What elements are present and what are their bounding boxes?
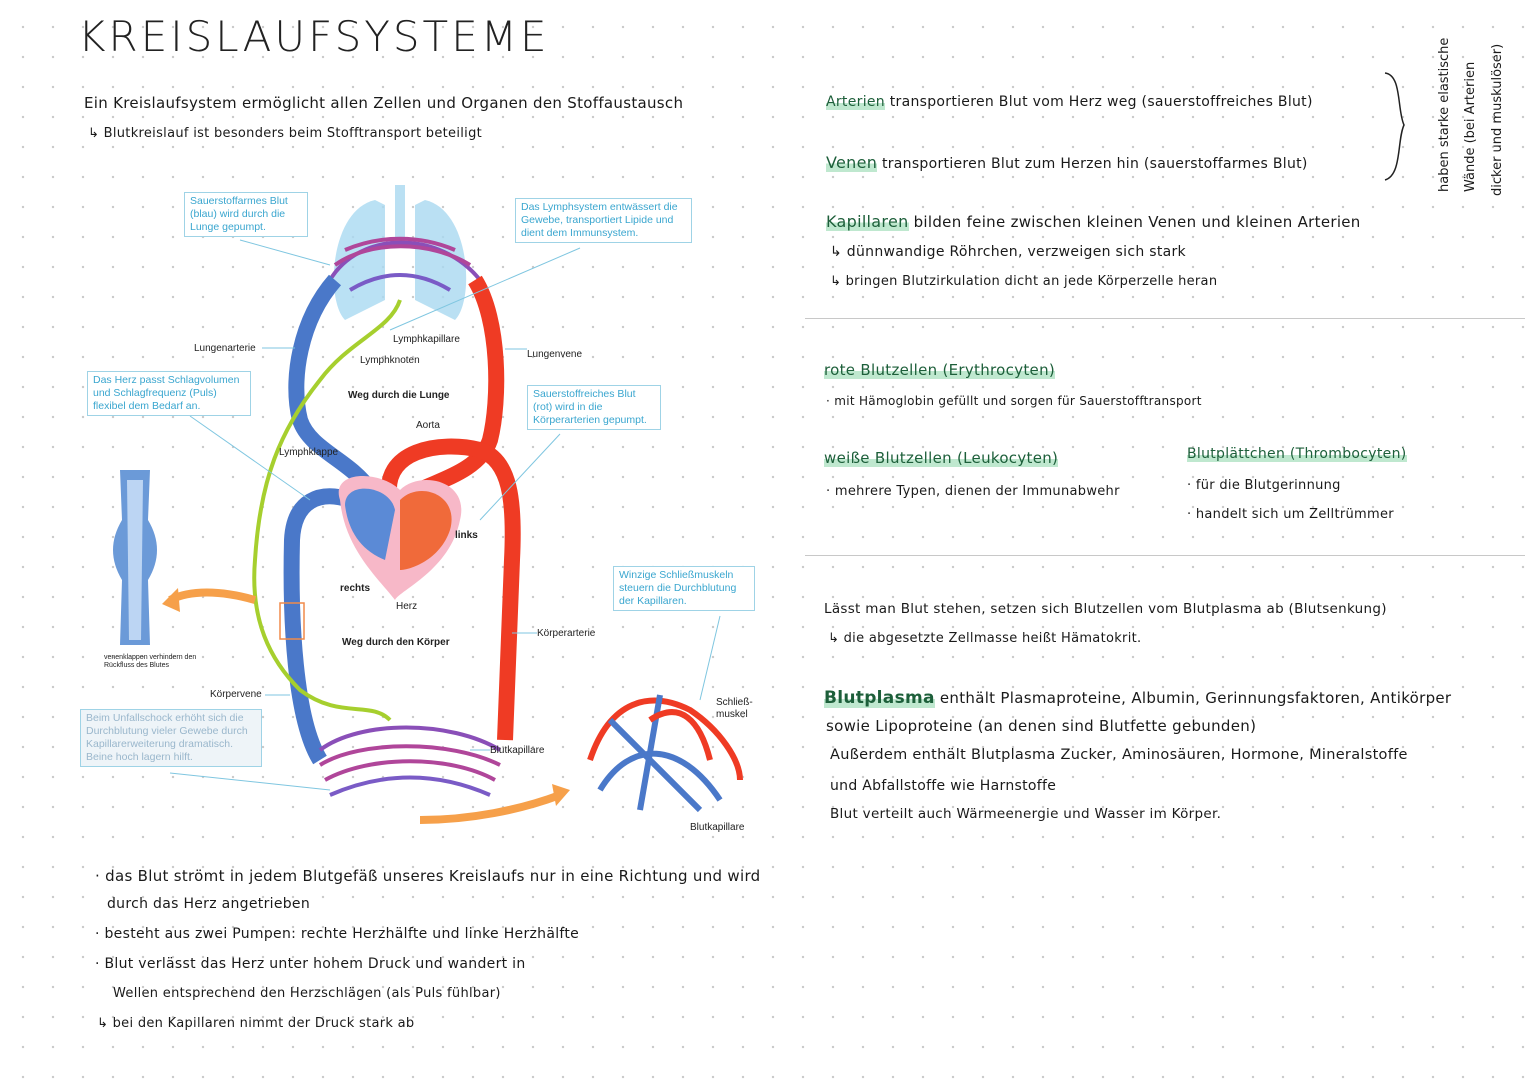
note-text: ↳ bringen Blutzirkulation dicht an jede … bbox=[830, 274, 1218, 289]
note-text: enthält Plasmaproteine, Albumin, Gerinnu… bbox=[939, 689, 1452, 707]
note-text: · mehrere Typen, dienen der Immunabwehr bbox=[826, 484, 1120, 499]
diagram-label: Lymphklappe bbox=[279, 447, 339, 458]
diagram-label: Schließ- bbox=[716, 697, 753, 708]
info-box: Beim Unfallschock erhöht sich die Durchb… bbox=[80, 709, 262, 767]
diagram-label: Herz bbox=[396, 601, 418, 612]
side-note: Wände (bei Arterien bbox=[1463, 61, 1478, 192]
lung-capillaries bbox=[328, 236, 482, 292]
divider bbox=[805, 318, 1525, 319]
term-kapillaren: Kapillaren bbox=[826, 212, 909, 231]
page-title: KREISLAUFSYSTEME bbox=[78, 12, 550, 61]
lungs bbox=[333, 185, 467, 320]
note-text: Außerdem enthält Blutplasma Zucker, Amin… bbox=[830, 747, 1408, 763]
note-text: · besteht aus zwei Pumpen: rechte Herzhä… bbox=[95, 926, 580, 942]
diagram-label: Lymphknoten bbox=[360, 355, 420, 366]
diagram-label: venenklappen verhindern den bbox=[104, 654, 197, 661]
info-box: Sauerstoffarmes Blut (blau) wird durch d… bbox=[184, 192, 308, 237]
note-text: ↳ dünnwandige Röhrchen, verzweigen sich … bbox=[830, 244, 1186, 260]
diagram-label: Lungenarterie bbox=[194, 343, 256, 354]
body-capillaries bbox=[318, 725, 502, 797]
note-text: · für die Blutgerinnung bbox=[1187, 478, 1341, 493]
heading-blutplaettchen: Blutplättchen (Thrombocyten) bbox=[1187, 446, 1407, 462]
note-text: · das Blut strömt in jedem Blutgefäß uns… bbox=[95, 867, 761, 885]
info-box: Das Herz passt Schlagvolumen und Schlagf… bbox=[87, 371, 251, 416]
diagram-label: muskel bbox=[716, 709, 748, 720]
note-text: ↳ bei den Kapillaren nimmt der Druck sta… bbox=[97, 1016, 415, 1031]
leader-lines bbox=[169, 239, 721, 791]
term-arterien: Arterien bbox=[826, 94, 885, 110]
divider bbox=[805, 555, 1525, 556]
note-text: und Abfallstoffe wie Harnstoffe bbox=[830, 778, 1057, 794]
note-text: · handelt sich um Zelltrümmer bbox=[1187, 507, 1394, 522]
note-text: ↳ die abgesetzte Zellmasse heißt Hämatok… bbox=[828, 631, 1142, 646]
diagram-label: Blutkapillare bbox=[490, 745, 545, 756]
info-box: Das Lymphsystem entwässert die Gewebe, t… bbox=[515, 198, 692, 243]
capillary-bed-illustration bbox=[587, 694, 743, 813]
note-text: Wellen entsprechend den Herzschlägen (al… bbox=[113, 986, 501, 1001]
brace-icon bbox=[1384, 72, 1405, 181]
diagram-label: Körperarterie bbox=[537, 628, 596, 639]
diagram-label: links bbox=[455, 530, 478, 541]
diagram-label: Weg durch den Körper bbox=[342, 637, 450, 648]
term-blutplasma: Blutplasma bbox=[824, 688, 935, 708]
aorta bbox=[380, 438, 521, 741]
heading-rote-blutzellen: rote Blutzellen (Erythrocyten) bbox=[824, 361, 1056, 379]
valve-marker bbox=[279, 602, 305, 640]
note-text: durch das Herz angetrieben bbox=[107, 896, 311, 912]
intro-line: ↳ Blutkreislauf ist besonders beim Stoff… bbox=[88, 126, 483, 141]
info-box: Sauerstoffreiches Blut (rot) wird in die… bbox=[527, 385, 661, 430]
term-venen: Venen bbox=[826, 153, 878, 172]
note-text: transportieren Blut zum Herzen hin (saue… bbox=[881, 156, 1308, 172]
heading-weisse-blutzellen: weiße Blutzellen (Leukocyten) bbox=[824, 449, 1059, 467]
diagram-label: Lungenvene bbox=[527, 349, 583, 360]
note-text: Lässt man Blut stehen, setzen sich Blutz… bbox=[824, 601, 1387, 617]
note-text: sowie Lipoproteine (an denen sind Blutfe… bbox=[826, 717, 1257, 735]
diagram-label: Aorta bbox=[416, 420, 440, 431]
body-vein bbox=[283, 488, 353, 765]
diagram-label: Blutkapillare bbox=[690, 822, 745, 833]
lymph-vessel bbox=[252, 299, 402, 722]
side-note: dicker und muskulöser) bbox=[1490, 43, 1505, 196]
note-text: · Blut verlässt das Herz unter hohem Dru… bbox=[95, 956, 526, 972]
info-box: Winzige Schließmuskeln steuern die Durch… bbox=[613, 566, 755, 611]
circulation-diagram bbox=[113, 185, 743, 824]
side-note: haben starke elastische bbox=[1437, 37, 1452, 192]
heart bbox=[338, 476, 462, 600]
diagram-label: Lymphkapillare bbox=[393, 334, 460, 345]
note-text: · mit Hämoglobin gefüllt und sorgen für … bbox=[826, 394, 1202, 408]
arrow-icon bbox=[168, 588, 257, 604]
note-text: transportieren Blut vom Herz weg (sauers… bbox=[889, 94, 1313, 110]
diagram-label: rechts bbox=[340, 583, 371, 594]
diagram-label: Rückfluss des Blutes bbox=[104, 662, 169, 669]
note-text: bilden feine zwischen kleinen Venen und … bbox=[913, 213, 1361, 231]
note-text: Blut verteilt auch Wärmeenergie und Wass… bbox=[830, 806, 1222, 822]
diagram-label: Weg durch die Lunge bbox=[348, 390, 450, 401]
pulmonary-artery bbox=[288, 274, 377, 495]
arrow-icon bbox=[419, 791, 562, 824]
vein-valve-illustration bbox=[113, 470, 157, 645]
diagram-label: Körpervene bbox=[210, 689, 262, 700]
pulmonary-vein bbox=[416, 275, 505, 498]
intro-line: Ein Kreislaufsystem ermöglicht allen Zel… bbox=[84, 94, 684, 112]
